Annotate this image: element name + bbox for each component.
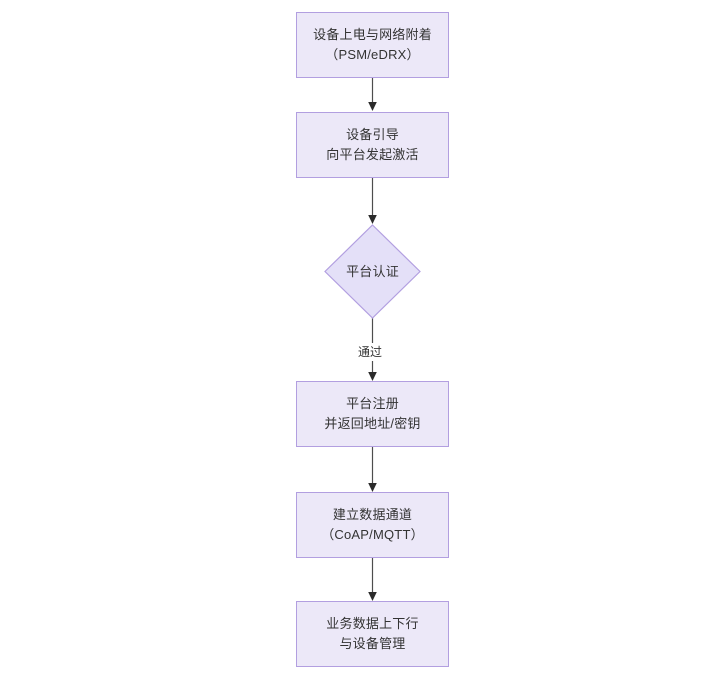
node-label-line2: 向平台发起激活 [326, 147, 419, 162]
node-data-channel[interactable]: 建立数据通道 （CoAP/MQTT） [296, 492, 449, 558]
node-label-line1: 设备引导 [346, 127, 399, 142]
node-platform-auth-decision[interactable]: 平台认证 [324, 224, 421, 319]
node-platform-register[interactable]: 平台注册 并返回地址/密钥 [296, 381, 449, 447]
node-label-line2: （CoAP/MQTT） [321, 527, 424, 542]
node-label-line1: 平台注册 [346, 396, 399, 411]
edge-n4-n5 [366, 447, 379, 493]
node-device-power-on[interactable]: 设备上电与网络附着 （PSM/eDRX） [296, 12, 449, 78]
node-label-line2: 并返回地址/密钥 [324, 416, 421, 431]
node-business-data[interactable]: 业务数据上下行 与设备管理 [296, 601, 449, 667]
node-device-bootstrap[interactable]: 设备引导 向平台发起激活 [296, 112, 449, 178]
node-label-line1: 设备上电与网络附着 [313, 27, 432, 42]
edge-n2-n3 [366, 178, 379, 225]
node-label-line1: 平台认证 [346, 263, 399, 279]
edge-label-pass: 通过 [355, 343, 386, 361]
edge-n1-n2 [366, 78, 379, 112]
node-label-line2: （PSM/eDRX） [325, 47, 420, 62]
node-label-line1: 建立数据通道 [332, 507, 413, 522]
edge-n5-n6 [366, 558, 379, 602]
node-label-line2: 与设备管理 [339, 636, 406, 651]
node-label-line1: 业务数据上下行 [326, 616, 419, 631]
